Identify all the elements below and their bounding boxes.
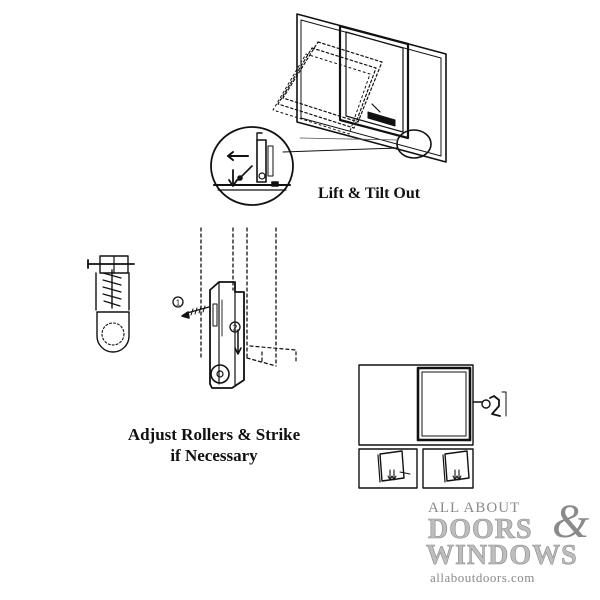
callout-leader [282,147,399,153]
adjust-caption: Adjust Rollers & Strike if Necessary [119,424,309,466]
detail-callout [210,126,294,206]
door-jamb-drawing [172,227,297,389]
anchor-screw-detail [87,255,135,353]
lift-tilt-caption: Lift & Tilt Out [318,185,421,202]
window-frame-drawing [272,13,447,163]
adjust-caption-line1: Adjust Rollers & Strike [127,425,301,444]
logo-line-url: allaboutdoors.com [430,570,535,585]
adjust-caption-line2: if Necessary [170,446,258,465]
logo-ampersand: & [552,495,590,548]
step-1-marker: 1 [176,299,181,308]
callout-leader-2 [299,137,399,141]
brand-logo: ALL ABOUT & DOORS WINDOWS allaboutdoors.… [414,495,594,590]
logo-line-windows: WINDOWS [426,540,578,572]
logo-line-doors: DOORS [428,514,533,546]
logo-line-all-about: ALL ABOUT [428,500,521,516]
strike-adjust-drawing [358,364,507,489]
step-2-marker: 2 [233,324,238,333]
